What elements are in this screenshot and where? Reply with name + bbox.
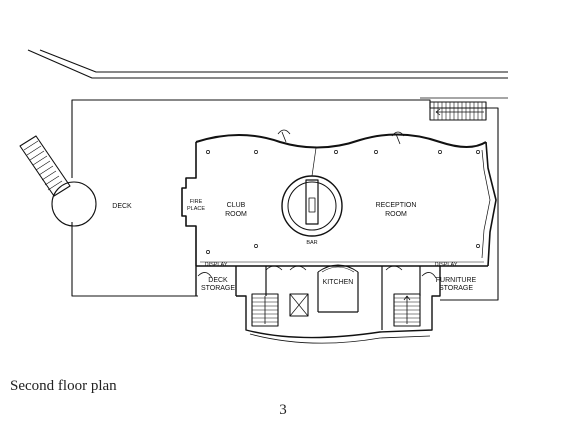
room-label-display-right: DISPLAY [435,262,458,268]
service-wing [195,266,441,339]
room-label-reception: ROOM [385,211,407,218]
room-label-reception: RECEPTION [376,202,417,209]
page-number: 3 [279,402,287,418]
building-right-wall [485,141,497,267]
room-label-club: ROOM [225,211,247,218]
round-tower [51,181,97,227]
room-label-deck-storage: DECK [208,277,228,284]
room-label-deck-storage: STORAGE [201,285,235,292]
room-label-furniture-storage: STORAGE [439,285,473,292]
building-left-wall [181,142,197,266]
room-label-club: CLUB [227,202,246,209]
boundary-line [27,49,508,79]
room-label-bar: BAR [306,240,317,246]
building-top-wall [195,133,487,149]
boundary-line [39,49,508,73]
room-label-fireplace: FIRE [190,199,203,205]
room-label-display-left: DISPLAY [205,262,228,268]
room-label-furniture-storage: FURNITURE [436,277,477,284]
bar-outer-ring [281,175,343,237]
figure-caption: Second floor plan [10,378,117,394]
deck-wall [71,99,431,178]
room-label-fireplace: PLACE [187,206,205,212]
stair-arrow [435,108,484,116]
spiral-stair [19,135,71,197]
elevator [289,293,309,317]
room-label-kitchen: KITCHEN [323,279,354,286]
deck-wall [71,222,198,297]
deck-wall [430,107,499,301]
room-label-deck: DECK [112,203,132,210]
bar-counter [305,179,319,225]
